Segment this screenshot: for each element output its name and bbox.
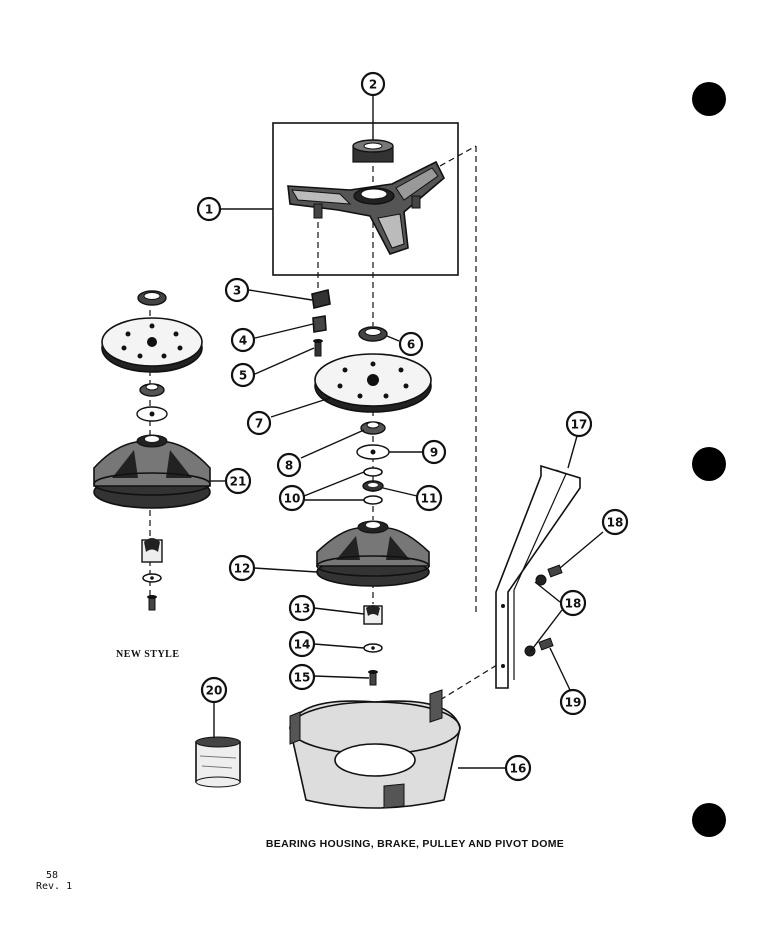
callout-10: 10 [278, 484, 306, 512]
new-style-pulley [101, 290, 203, 422]
leader-3 [248, 289, 313, 301]
svg-text:20: 20 [206, 684, 223, 698]
part-8-bushing [360, 421, 386, 435]
svg-text:21: 21 [230, 475, 247, 489]
part-13-sleeve [363, 605, 383, 625]
svg-text:19: 19 [565, 696, 582, 710]
leader-19-top [559, 531, 604, 569]
leader-10a [303, 471, 365, 497]
part-16-pivot-dome [289, 689, 461, 809]
svg-text:18: 18 [607, 516, 624, 530]
page-number-block: 58 Rev. 1 [36, 870, 72, 892]
svg-text:18: 18 [565, 597, 582, 611]
svg-text:8: 8 [285, 459, 293, 473]
leader-14 [313, 643, 365, 649]
callout-21: 21 [224, 467, 252, 495]
svg-text:12: 12 [234, 562, 251, 576]
punch-hole-middle [692, 447, 726, 481]
bearing-housing-group-box [272, 122, 459, 276]
callout-8: 8 [276, 452, 302, 478]
diagram-caption: BEARING HOUSING, BRAKE, PULLEY AND PIVOT… [265, 838, 565, 850]
callout-17: 17 [565, 410, 593, 438]
assembly-line-housing-to-bracket [439, 145, 477, 167]
assembly-line-bracket-to-dome [439, 659, 506, 701]
leader-17 [567, 435, 578, 469]
callout-15: 15 [288, 663, 316, 691]
leader-15 [313, 675, 370, 679]
leader-4 [254, 323, 314, 339]
svg-text:3: 3 [233, 284, 241, 298]
callout-11: 11 [415, 484, 443, 512]
callout-6: 6 [398, 331, 424, 357]
part-6-seal [358, 326, 388, 342]
svg-text:11: 11 [421, 492, 438, 506]
svg-text:14: 14 [294, 638, 311, 652]
leader-5 [254, 347, 315, 375]
part-20-can [195, 736, 241, 788]
svg-text:16: 16 [510, 762, 527, 776]
svg-text:5: 5 [239, 369, 247, 383]
leader-6 [386, 335, 400, 342]
leader-12 [253, 567, 318, 573]
leader-7 [270, 397, 331, 418]
callout-18-bottom: 18 [601, 508, 629, 536]
svg-text:6: 6 [407, 338, 415, 352]
punch-hole-top [692, 82, 726, 116]
svg-text:4: 4 [239, 334, 247, 348]
svg-text:7: 7 [255, 417, 263, 431]
callout-13: 13 [288, 594, 316, 622]
callout-3: 3 [224, 277, 250, 303]
new-style-sleeve [141, 538, 163, 611]
leader-8 [300, 429, 365, 459]
callout-1: 1 [196, 196, 222, 222]
leader-19-bottom [549, 647, 571, 691]
svg-text:17: 17 [571, 418, 588, 432]
svg-text:10: 10 [284, 492, 301, 506]
callout-9: 9 [421, 439, 447, 465]
callout-5: 5 [230, 362, 256, 388]
part-12-brake-housing [316, 520, 430, 587]
part-4-clip [312, 315, 327, 333]
new-style-label: NEW STYLE [116, 649, 180, 660]
svg-text:1: 1 [205, 203, 213, 217]
part-19-bolt [538, 564, 563, 651]
part-7-pulley [314, 353, 432, 413]
svg-text:2: 2 [369, 78, 377, 92]
callout-2: 2 [360, 71, 386, 97]
callout-19: 19 [559, 688, 587, 716]
part-9-washer [356, 444, 390, 460]
callout-12: 12 [228, 554, 256, 582]
page-number: 58 [46, 870, 59, 881]
leader-18-bottom [529, 609, 563, 653]
punch-hole-bottom [692, 803, 726, 837]
part-21-brake-housing-new-style [93, 434, 211, 509]
callout-14: 14 [288, 630, 316, 658]
svg-text:13: 13 [294, 602, 311, 616]
part-3-brake-pad [311, 289, 331, 309]
callout-4: 4 [230, 327, 256, 353]
part-11-seal [362, 480, 384, 492]
callout-16: 16 [504, 754, 532, 782]
leader-18-top [534, 581, 561, 603]
callout-18-top: 18 [559, 589, 587, 617]
part-17-bracket [495, 464, 581, 689]
part-2-bearing [352, 139, 394, 163]
leader-13 [313, 607, 365, 615]
leader-11 [382, 487, 418, 497]
svg-text:15: 15 [294, 671, 311, 685]
revision-label: Rev. 1 [36, 881, 73, 892]
svg-text:9: 9 [430, 446, 438, 460]
callout-20: 20 [200, 676, 228, 704]
part-14-washer [363, 643, 383, 653]
part-5-screw [313, 339, 323, 357]
part-1-bearing-housing [287, 160, 445, 255]
part-15-screw [368, 670, 378, 686]
callout-7: 7 [246, 410, 272, 436]
